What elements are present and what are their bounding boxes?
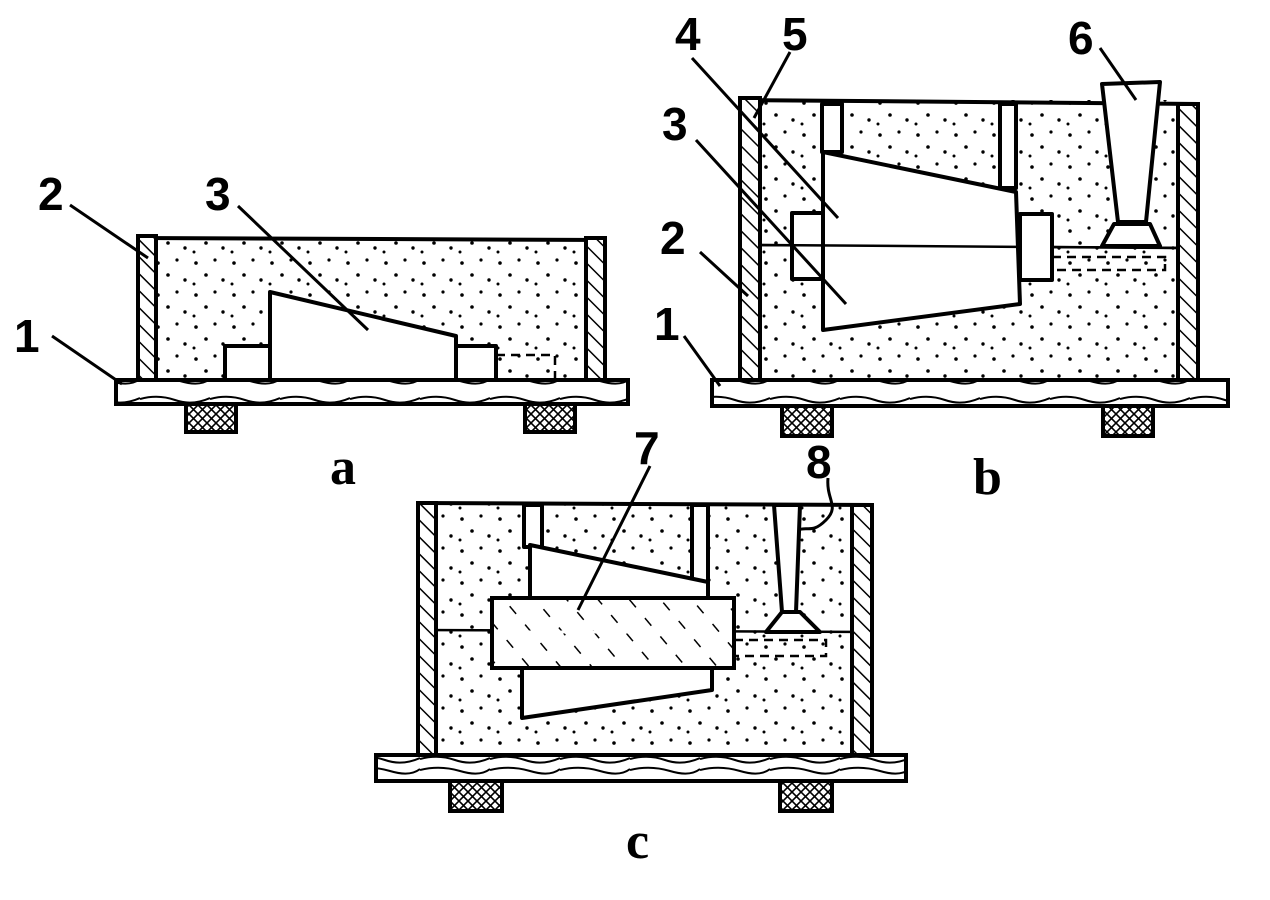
sand-top-edge	[417, 501, 875, 507]
figure-c: 7 8 c	[374, 422, 908, 870]
pattern	[821, 150, 1022, 332]
leader-2	[69, 203, 149, 260]
sprue-base	[764, 610, 822, 634]
support-block-right	[523, 402, 577, 434]
mold-board	[710, 378, 1230, 408]
label-1: 1	[14, 310, 40, 362]
runner-outline	[734, 638, 828, 658]
riser-channel-right	[690, 503, 710, 587]
label-4: 4	[675, 8, 701, 60]
sprue-base	[1100, 222, 1162, 248]
caption-c: c	[626, 813, 649, 870]
flask-left-wall	[738, 96, 762, 382]
leader-4	[690, 56, 840, 220]
label-7: 7	[634, 422, 660, 474]
leader-7	[576, 465, 652, 611]
pattern-left-print	[223, 344, 272, 382]
label-6: 6	[1068, 12, 1094, 64]
support-block-right	[1101, 404, 1155, 438]
runner-outline	[496, 353, 557, 378]
leader-1	[682, 335, 722, 387]
core	[490, 596, 736, 670]
leader-1	[51, 334, 123, 386]
flask-right-wall	[584, 236, 607, 382]
flask-right-wall	[1176, 102, 1200, 382]
riser-pin-left	[820, 102, 844, 154]
support-block-left	[184, 402, 238, 434]
leader-3	[236, 204, 370, 332]
leader-5	[752, 51, 792, 119]
leader-3	[694, 138, 848, 306]
runner-outline	[1052, 255, 1167, 272]
figure-b: 1 2 3 4 5 6 b	[654, 8, 1230, 506]
label-5: 5	[782, 8, 808, 60]
support-block-left	[780, 404, 834, 438]
caption-b: b	[973, 449, 1002, 506]
leader-6	[1098, 47, 1138, 101]
label-2: 2	[38, 168, 64, 220]
label-3: 3	[205, 168, 231, 220]
figure-a: 1 2 3 a	[14, 168, 630, 496]
flask-right-wall	[850, 503, 874, 757]
label-8: 8	[806, 436, 832, 488]
mold-board	[374, 753, 908, 783]
sand-top-edge	[137, 236, 607, 242]
pattern-right-print	[1018, 212, 1054, 282]
mold-board	[114, 378, 630, 406]
flask-left-wall	[416, 501, 438, 757]
label-2: 2	[660, 212, 686, 264]
support-block-right	[778, 779, 834, 813]
leader-2	[698, 250, 750, 298]
label-3: 3	[662, 98, 688, 150]
pattern-right-print	[454, 344, 498, 382]
support-block-left	[448, 779, 504, 813]
leader-8	[797, 477, 834, 532]
label-1: 1	[654, 298, 680, 350]
riser-channel-left	[522, 503, 544, 549]
riser-pin-right	[998, 102, 1018, 190]
caption-a: a	[330, 439, 356, 496]
